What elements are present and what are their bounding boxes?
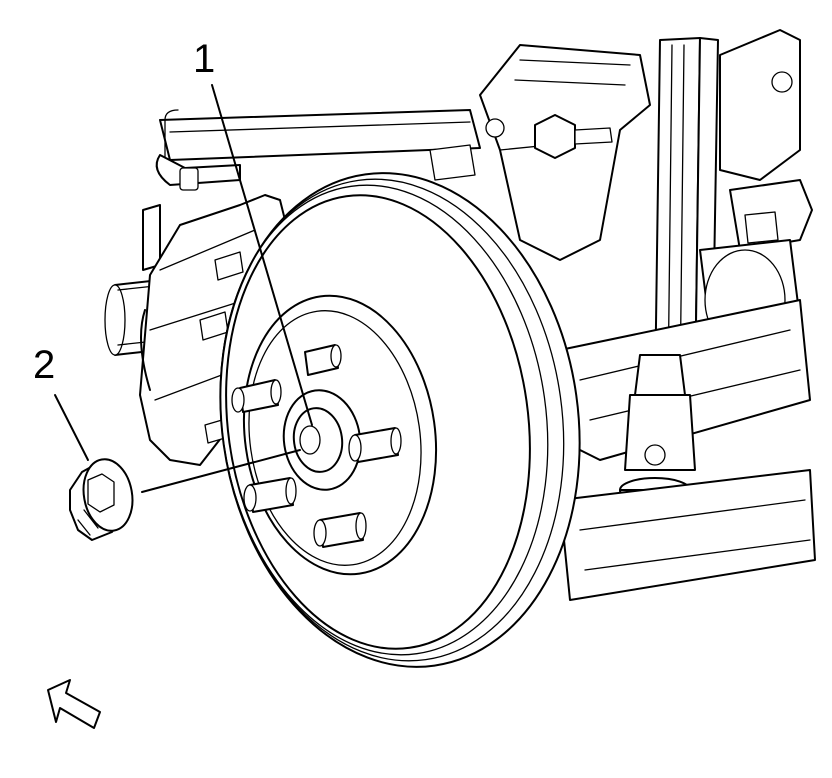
hub-nut bbox=[69, 458, 134, 541]
leader-line-1 bbox=[211, 84, 313, 426]
callout-1: 1 bbox=[193, 37, 215, 81]
brake-rotor bbox=[219, 172, 581, 668]
wheel-stud bbox=[231, 379, 282, 413]
installation-path-line bbox=[141, 449, 301, 493]
callout-2: 2 bbox=[33, 343, 55, 387]
wheel-stud bbox=[304, 344, 342, 376]
view-direction-arrow-icon bbox=[47, 679, 101, 729]
wheel-stud bbox=[243, 477, 297, 513]
wheel-stud bbox=[313, 512, 367, 548]
leader-line-2 bbox=[54, 394, 89, 461]
callout-leaders bbox=[54, 84, 313, 493]
callout-labels: 1 2 bbox=[33, 37, 215, 387]
wheel-stud bbox=[348, 427, 402, 463]
wheel-studs bbox=[231, 344, 402, 548]
suspension-frame bbox=[104, 29, 816, 601]
